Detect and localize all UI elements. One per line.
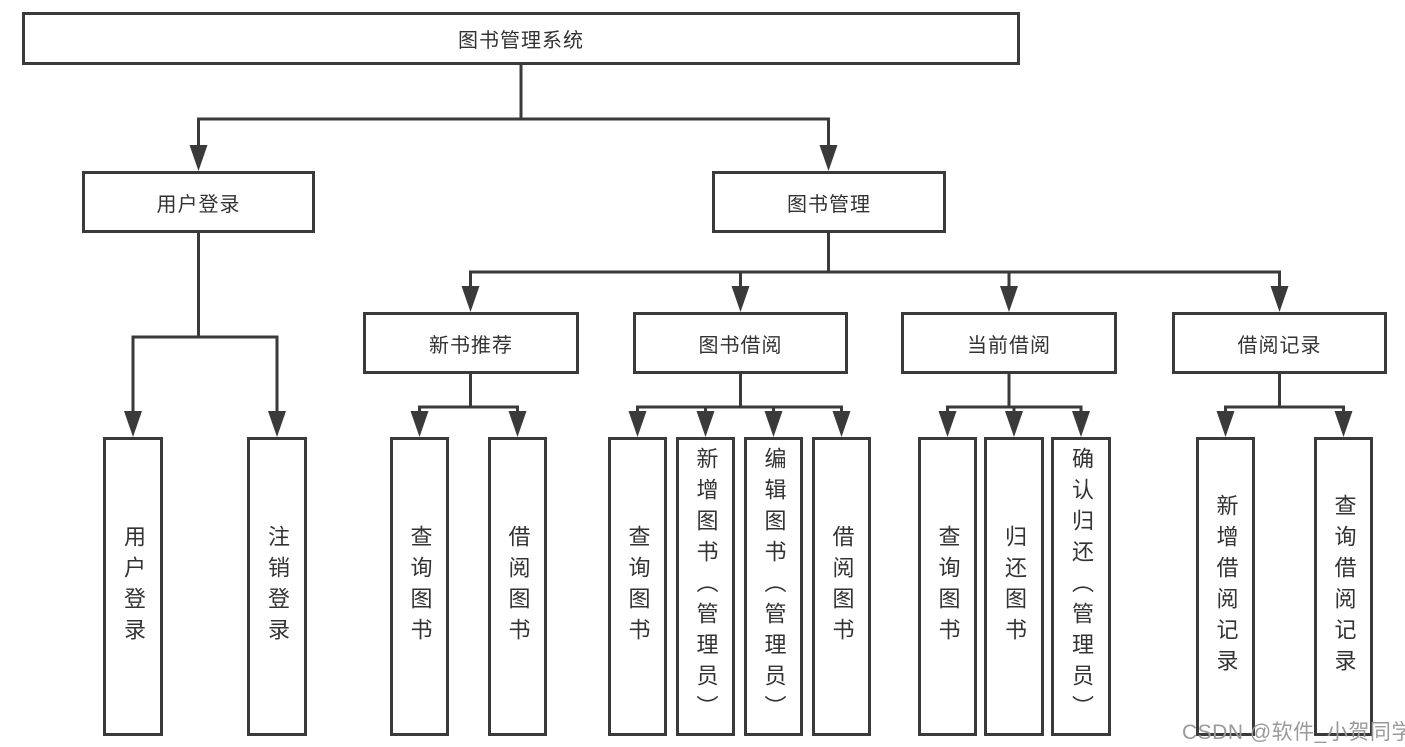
leaf-query-books-current: 查询图书	[918, 437, 977, 736]
node-borrow-records: 借阅记录	[1172, 312, 1387, 374]
leaf-borrow-books-recommend: 借阅图书	[488, 437, 547, 736]
leaf-query-books-borrow: 查询图书	[608, 437, 667, 736]
leaf-query-borrow-record: 查询借阅记录	[1314, 437, 1373, 736]
leaf-add-books-admin: 新增图书（管理员）	[676, 437, 735, 736]
leaf-return-books: 归还图书	[984, 437, 1044, 736]
leaf-confirm-return-admin: 确认归还（管理员）	[1051, 437, 1111, 736]
leaf-query-books-recommend: 查询图书	[390, 437, 449, 736]
leaf-logout: 注销登录	[247, 437, 307, 736]
leaf-borrow-books: 借阅图书	[812, 437, 871, 736]
node-user-login: 用户登录	[82, 171, 315, 233]
node-book-borrow: 图书借阅	[633, 312, 848, 374]
node-library-management-system: 图书管理系统	[22, 12, 1020, 65]
node-book-management: 图书管理	[712, 171, 946, 233]
leaf-user-login: 用户登录	[103, 437, 163, 736]
node-new-book-recommend: 新书推荐	[363, 312, 579, 374]
leaf-edit-books-admin: 编辑图书（管理员）	[744, 437, 803, 736]
watermark: CSDN @软件_小贺同学	[1182, 721, 1405, 744]
node-current-borrow: 当前借阅	[901, 312, 1117, 374]
leaf-add-borrow-record: 新增借阅记录	[1196, 437, 1255, 736]
